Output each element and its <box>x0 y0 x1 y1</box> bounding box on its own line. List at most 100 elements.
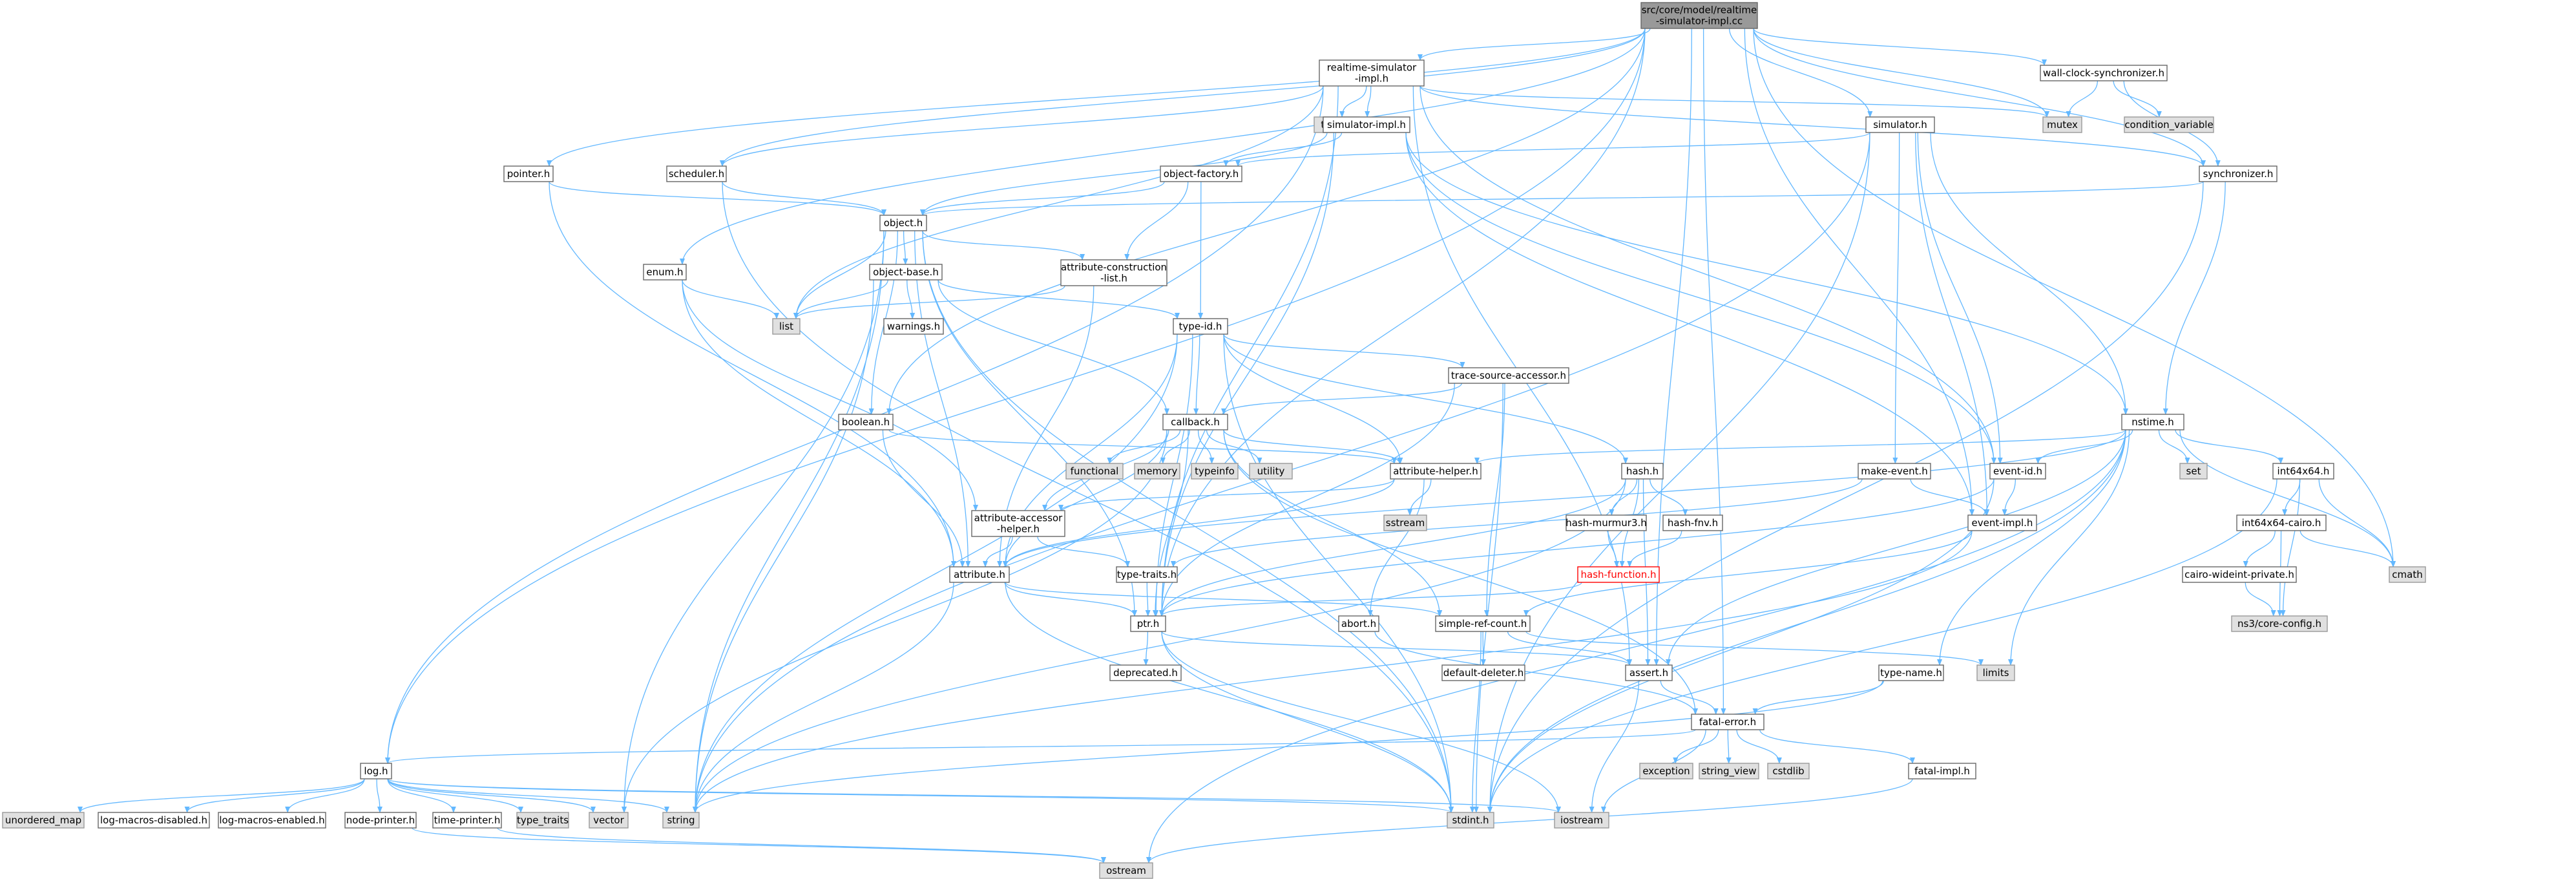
node-pointer[interactable]: pointer.h <box>503 165 554 182</box>
node-label: ostream <box>1106 865 1146 876</box>
edge-callback-to-attribute <box>1003 429 1168 567</box>
node-functional: functional <box>1065 463 1124 480</box>
node-sync[interactable]: synchronizer.h <box>2199 165 2278 182</box>
node-label: enum.h <box>646 266 683 278</box>
node-box <box>1116 566 1178 583</box>
node-typetraitsh[interactable]: type-traits.h <box>1116 566 1178 583</box>
node-typetraits: type_traits <box>516 812 569 829</box>
edge-objbase-to-warnings <box>906 279 916 319</box>
node-nodeprinter[interactable]: node-printer.h <box>344 812 417 829</box>
edge-fnv-to-hashfn <box>1627 530 1682 567</box>
node-cairowide[interactable]: cairo-wideint-private.h <box>2182 566 2297 583</box>
node-fatalimpl[interactable]: fatal-impl.h <box>1908 763 1976 779</box>
node-wall[interactable]: wall-clock-synchronizer.h <box>2040 65 2168 81</box>
edge-hash-to-string <box>693 478 1626 813</box>
node-iostream: iostream <box>1554 812 1609 829</box>
edge-attribute-to-ptr <box>1004 582 1137 617</box>
node-box <box>838 414 894 430</box>
node-log[interactable]: log.h <box>360 763 392 779</box>
edge-rsi-to-simimpl <box>1365 85 1372 118</box>
edge-root-to-scheduler <box>720 28 1646 167</box>
node-root[interactable]: src/core/model/realtime-simulator-impl.c… <box>1640 2 1758 29</box>
edge-int64cairo-to-cmath <box>2299 530 2396 567</box>
edge-log-to-lme <box>285 778 365 813</box>
node-scheduler[interactable]: scheduler.h <box>666 165 727 182</box>
edge-enum-to-list <box>682 279 779 319</box>
node-warnings[interactable]: warnings.h <box>883 318 944 335</box>
node-label: unordered_map <box>5 814 81 827</box>
node-deprecated[interactable]: deprecated.h <box>1109 664 1182 681</box>
node-typeinfo: typeinfo <box>1191 463 1239 480</box>
node-box <box>1699 763 1759 779</box>
node-objbase[interactable]: object-base.h <box>869 264 943 281</box>
node-hash[interactable]: hash.h <box>1621 463 1664 480</box>
node-label: attribute.h <box>954 569 1005 580</box>
edge-log-to-umap <box>78 778 365 813</box>
node-callback[interactable]: callback.h <box>1162 414 1228 430</box>
edge-timeprinter-to-ostream <box>497 827 1106 863</box>
node-attrhelper[interactable]: attribute-helper.h <box>1390 463 1482 480</box>
edge-scheduler-to-stdint <box>722 181 1454 813</box>
node-eventimpl[interactable]: event-impl.h <box>1967 514 2037 531</box>
node-deldel[interactable]: default-deleter.h <box>1441 664 1525 681</box>
node-attribute[interactable]: attribute.h <box>949 566 1010 583</box>
node-enum[interactable]: enum.h <box>643 264 687 281</box>
node-lme[interactable]: log-macros-enabled.h <box>218 812 326 829</box>
node-object[interactable]: object.h <box>879 215 927 231</box>
node-stringview: string_view <box>1699 763 1759 779</box>
edge-int64cairo-to-cairowide <box>2243 530 2276 567</box>
edge-objbase-to-callback <box>937 279 1169 415</box>
node-box <box>869 264 943 281</box>
node-abort[interactable]: abort.h <box>1338 615 1379 632</box>
node-objfactory[interactable]: object-factory.h <box>1160 165 1242 182</box>
node-box <box>1191 463 1239 480</box>
edge-callback-to-vector <box>622 429 1168 813</box>
edge-boolean-to-attribute <box>882 429 965 567</box>
node-typename[interactable]: type-name.h <box>1878 664 1944 681</box>
node-attrcons[interactable]: attribute-construction-list.h <box>1060 259 1168 286</box>
node-label: type_traits <box>517 814 569 827</box>
node-murmur[interactable]: hash-murmur3.h <box>1565 514 1647 531</box>
node-timeprinter[interactable]: time-printer.h <box>432 812 502 829</box>
node-tsa[interactable]: trace-source-accessor.h <box>1448 367 1569 384</box>
node-fatal[interactable]: fatal-error.h <box>1691 714 1764 730</box>
node-lmd[interactable]: log-macros-disabled.h <box>98 812 210 829</box>
node-utility: utility <box>1249 463 1293 480</box>
node-box <box>516 812 569 829</box>
node-ptr[interactable]: ptr.h <box>1130 615 1166 632</box>
node-nstime[interactable]: nstime.h <box>2121 414 2184 430</box>
node-src[interactable]: simple-ref-count.h <box>1435 615 1531 632</box>
node-int64[interactable]: int64x64.h <box>2272 463 2334 480</box>
node-simimpl[interactable]: simulator-impl.h <box>1323 116 1410 133</box>
edge-eventid-to-eventimpl <box>2002 478 2016 516</box>
node-box <box>1621 463 1664 480</box>
node-makeevent[interactable]: make-event.h <box>1858 463 1931 480</box>
edge-objfactory-to-object <box>920 181 1165 216</box>
edge-log-to-stdint <box>387 778 1454 813</box>
node-eventid[interactable]: event-id.h <box>1989 463 2046 480</box>
node-int64cairo[interactable]: int64x64-cairo.h <box>2236 514 2327 531</box>
edge-fatal-to-fatalimpl <box>1759 729 1915 764</box>
node-simulator[interactable]: simulator.h <box>1865 116 1935 133</box>
node-box <box>1390 463 1482 480</box>
node-label: simulator.h <box>1873 119 1927 131</box>
node-box <box>2 812 85 829</box>
node-aah[interactable]: attribute-accessor-helper.h <box>971 510 1065 537</box>
edge-simulator-to-objfactory <box>1235 132 1870 167</box>
node-typeid[interactable]: type-id.h <box>1173 318 1228 335</box>
node-box <box>1099 862 1153 879</box>
node-box <box>344 812 417 829</box>
node-label: log.h <box>364 765 388 777</box>
node-fnv[interactable]: hash-fnv.h <box>1662 514 1723 531</box>
node-label: fatal-error.h <box>1699 716 1756 728</box>
edge-rsi-to-thread <box>1339 85 1367 118</box>
edge-attrhelper-to-aah <box>1058 478 1395 511</box>
node-label: trace-source-accessor.h <box>1451 370 1566 381</box>
node-rsi[interactable]: realtime-simulator-impl.h <box>1319 59 1425 87</box>
node-boolean[interactable]: boolean.h <box>838 414 894 430</box>
node-box <box>1639 763 1693 779</box>
node-hashfn[interactable]: hash-function.h <box>1577 566 1660 583</box>
node-assert[interactable]: assert.h <box>1625 664 1673 681</box>
edge-objfactory-to-typeid <box>1198 181 1204 319</box>
edge-root-to-simulator <box>1729 28 1873 118</box>
